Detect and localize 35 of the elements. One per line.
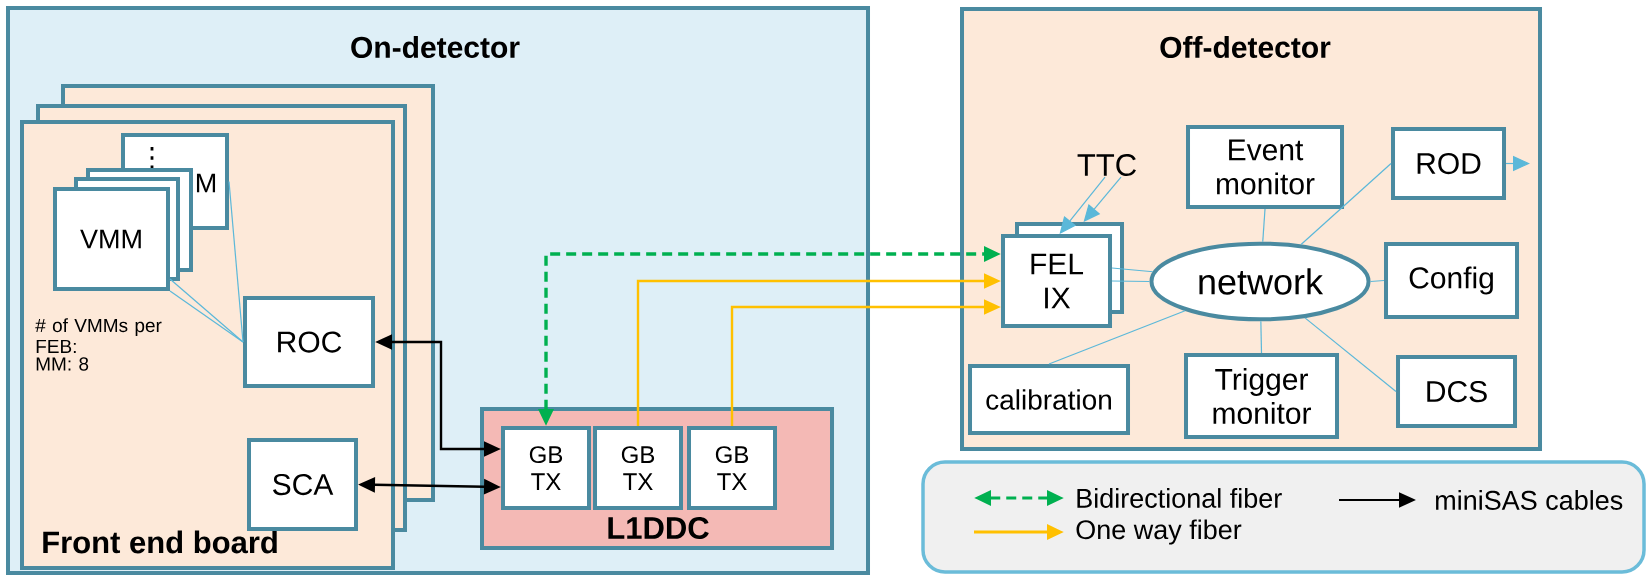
component-box: Event monitor	[1186, 125, 1344, 209]
chip-box: VMM	[53, 187, 170, 291]
connector-line	[1369, 279, 1385, 283]
panel-title: On-detector	[351, 36, 520, 58]
component-box: Config	[1384, 242, 1519, 319]
component-box: SCA	[247, 438, 358, 531]
connector-line	[1300, 162, 1392, 246]
component-box: DCS	[1396, 355, 1517, 428]
connector-line	[1111, 280, 1151, 283]
component-box: ROD	[1391, 127, 1506, 200]
note-text: # of VMMs per FEB:	[35, 318, 162, 353]
transceiver-box: GB TX	[687, 426, 777, 510]
panel-title: Off-detector	[1160, 36, 1331, 58]
connector-line	[1262, 208, 1266, 243]
module-box: FEL IX	[1001, 234, 1112, 328]
panel-title: L1DDC	[608, 517, 709, 539]
legend-label: One way fiber	[1076, 519, 1242, 545]
transceiver-box: GB TX	[501, 426, 591, 510]
component-box: ROC	[243, 296, 375, 388]
component-box: calibration	[968, 364, 1130, 435]
legend-label: Bidirectional fiber	[1077, 488, 1282, 508]
arrow	[1083, 176, 1122, 222]
connector-line	[169, 278, 244, 343]
connector-line	[1111, 267, 1154, 273]
arrow	[1059, 176, 1106, 234]
connector-line	[1048, 310, 1186, 365]
connector-line	[1304, 317, 1397, 393]
panel-title: Front end board	[43, 530, 277, 554]
component-box: Trigger monitor	[1184, 353, 1339, 439]
transceiver-box: GB TX	[593, 426, 683, 510]
legend-label: miniSAS cables	[1436, 490, 1623, 510]
signal-label: TTC	[1077, 154, 1136, 176]
connector-line	[1260, 320, 1263, 354]
connector-line	[228, 180, 244, 343]
note-text: MM: 8	[36, 357, 89, 371]
